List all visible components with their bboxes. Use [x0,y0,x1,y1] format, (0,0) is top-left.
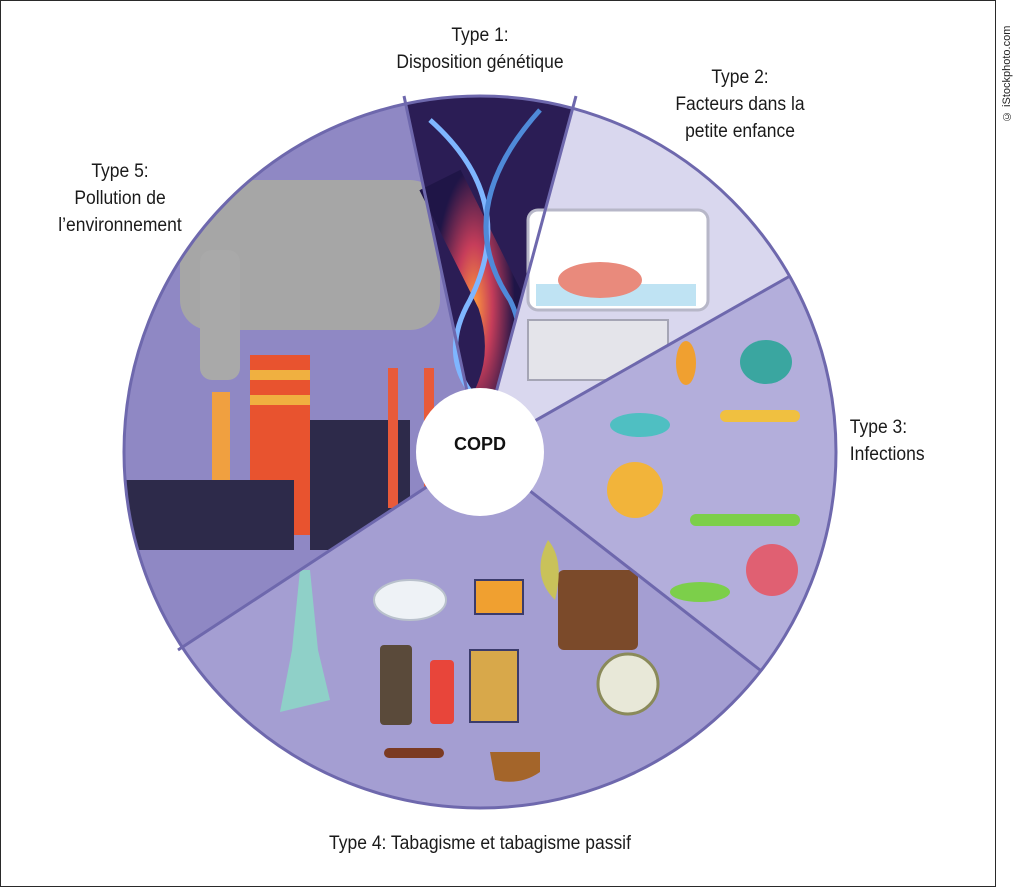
copd-wheel [122,94,838,810]
segment-type4 [178,452,760,808]
lighter [430,660,454,724]
bacterium [690,514,800,526]
smoke-plume [200,250,240,380]
label-type4: Type 4: Tabagisme et tabagisme passif [329,833,631,854]
cigar [384,748,444,758]
tower-stripe [250,370,310,380]
smoke-cloud [180,180,440,330]
bacterium [676,341,696,385]
ashtray [373,579,447,621]
snus-tin [596,652,660,716]
e-cigarette [380,645,412,725]
bacterium [740,340,792,384]
label-type3: Type 3: Infections [849,417,925,465]
tobacco-leaf [540,540,559,600]
baby [558,262,642,298]
factory-building [124,480,294,550]
hookah [280,570,330,712]
chimney [388,368,398,508]
matchbox [474,579,524,615]
virus [607,462,663,518]
center-label-copd: COPD [453,434,506,454]
pipe [490,752,540,782]
virus [746,544,798,596]
label-type2: Type 2: Facteurs dans la petite enfance [675,67,805,142]
bacterium [720,410,800,422]
wheel-rim [122,94,838,810]
center-hub [416,388,544,516]
tower-stripe [250,395,310,405]
label-type5: Type 5: Pollution de l’environnement [58,161,182,236]
bacterium [670,582,730,602]
label-type1: Type 1: Disposition génétique [396,25,564,73]
cigarette-pack [469,649,519,723]
bacterium [610,413,670,437]
image-credit: © iStockphoto.com [1001,25,1013,122]
cigarette-case [558,570,638,650]
